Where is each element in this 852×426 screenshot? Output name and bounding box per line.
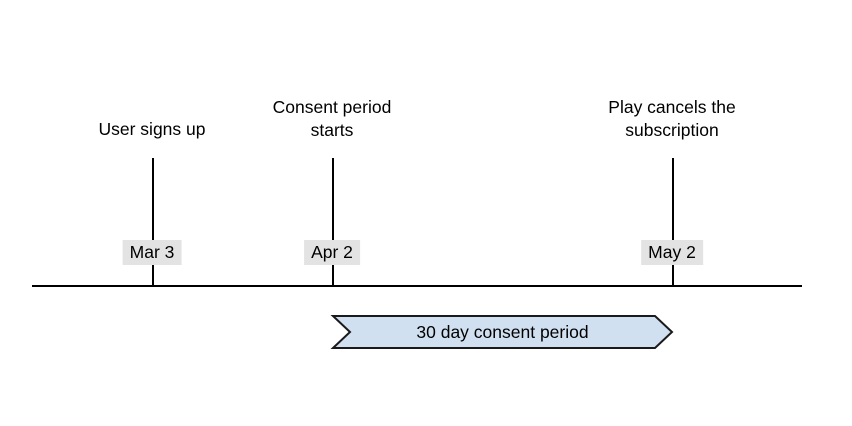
event-label-consent-start: Consent period starts <box>272 97 392 140</box>
event-label-play-cancels: Play cancels the subscription <box>608 97 736 140</box>
event-date-play-cancels: May 2 <box>641 240 703 265</box>
event-date-signup: Mar 3 <box>122 240 182 265</box>
event-date-consent-start: Apr 2 <box>304 240 360 265</box>
timeline-axis <box>32 285 802 287</box>
consent-period-banner: 30 day consent period <box>330 315 674 349</box>
event-tick-play-cancels <box>672 158 674 286</box>
event-tick-signup <box>152 158 154 286</box>
chevron-arrow-shape <box>330 315 674 349</box>
event-tick-consent-start <box>332 158 334 286</box>
chevron-arrow-polygon <box>330 315 674 349</box>
event-label-signup: User signs up <box>98 119 206 139</box>
